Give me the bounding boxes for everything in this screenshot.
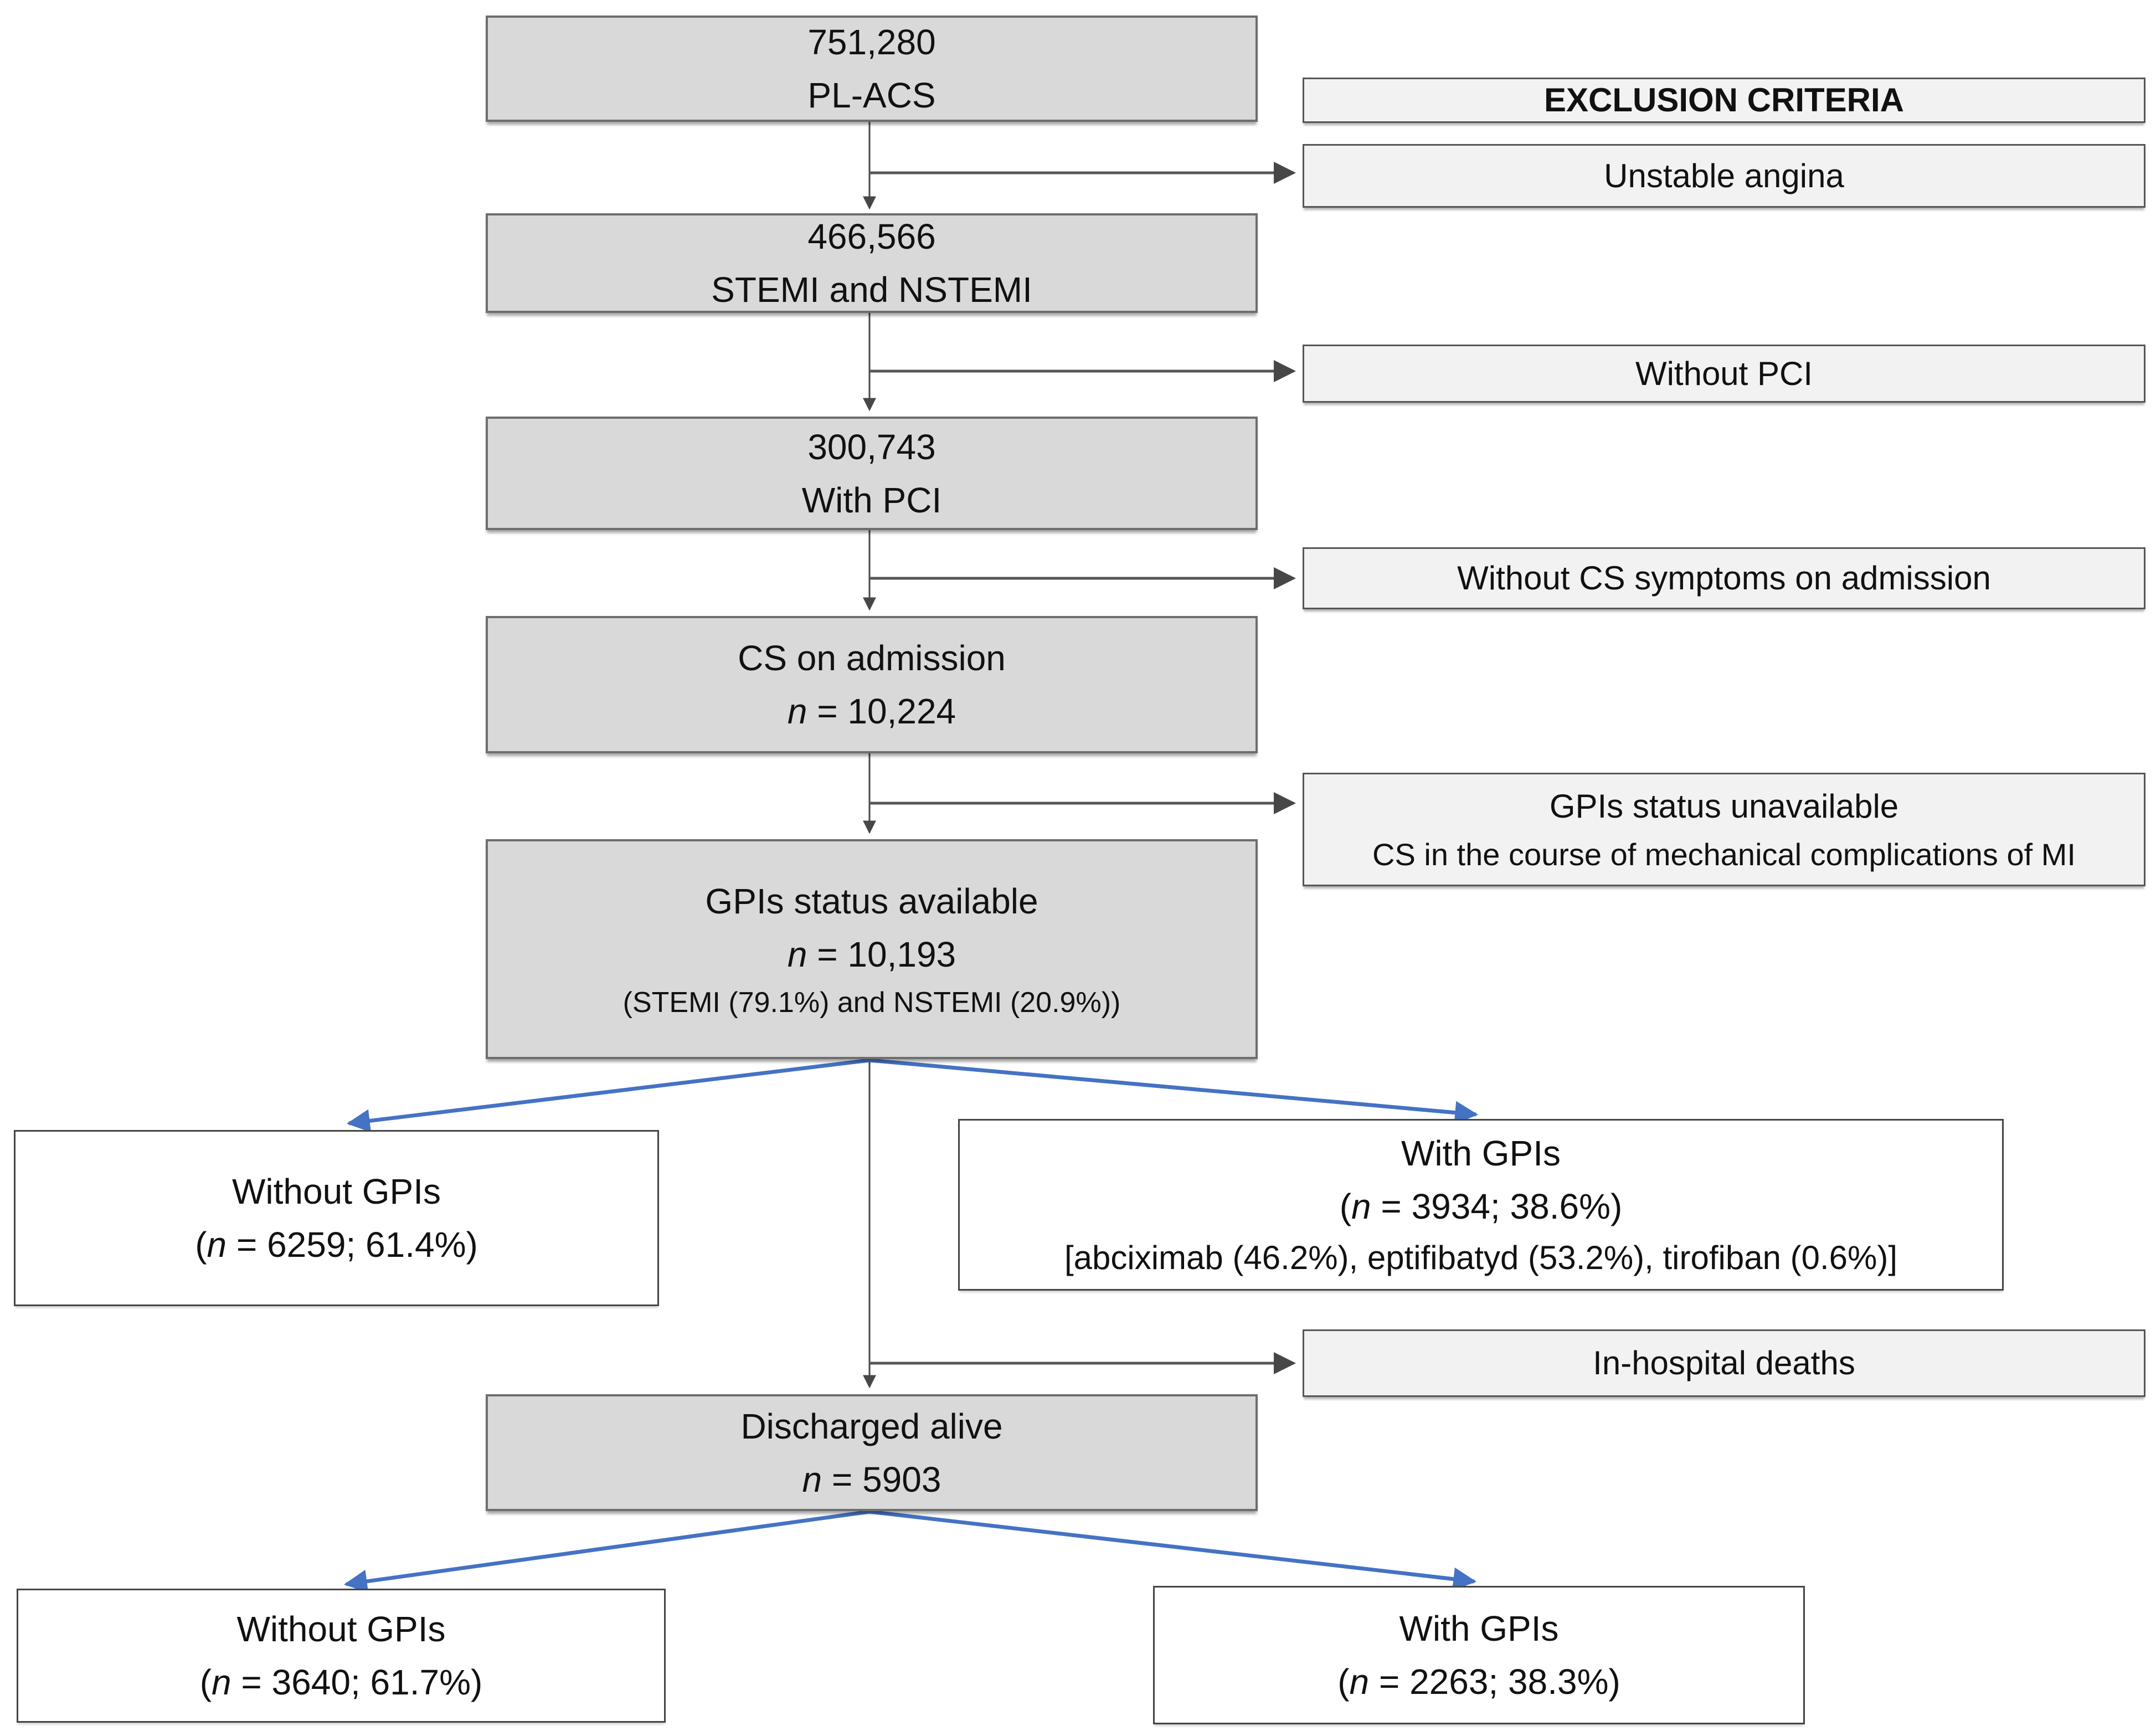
cs-on-admission-n: n = 10,224 — [788, 685, 956, 738]
with-gpis-discharged-n: (n = 2263; 38.3%) — [1337, 1655, 1620, 1708]
box-discharged-alive: Discharged alive n = 5903 — [486, 1394, 1258, 1511]
with-gpis-admission-label: With GPIs — [1401, 1133, 1561, 1173]
text-fragment: = 10,193 — [807, 934, 956, 974]
box-with-gpis-discharged: With GPIs (n = 2263; 38.3%) — [1153, 1586, 1805, 1724]
text-fragment: = 2263; 38.3%) — [1369, 1662, 1620, 1702]
pl-acs-count: 751,280 — [807, 22, 936, 62]
box-cs-on-admission: CS on admission n = 10,224 — [486, 616, 1258, 753]
box-without-gpis-discharged: Without GPIs (n = 3640; 61.7%) — [17, 1589, 666, 1723]
text-fragment: n — [207, 1225, 227, 1265]
with-pci-count: 300,743 — [807, 427, 936, 467]
without-gpis-discharged-n: (n = 3640; 61.7%) — [200, 1656, 483, 1709]
gpis-available-label: GPIs status available — [705, 881, 1038, 921]
box-with-gpis-admission: With GPIs (n = 3934; 38.6%) [abciximab (… — [958, 1119, 2004, 1291]
fork-discharged-to-without-gpis — [343, 1509, 870, 1593]
text-fragment: = 6259; 61.4%) — [227, 1225, 478, 1265]
text-fragment: n — [802, 1459, 822, 1499]
text-fragment: n — [212, 1662, 231, 1702]
text-fragment: ( — [1339, 1186, 1352, 1226]
box-without-gpis-admission: Without GPIs (n = 6259; 61.4%) — [14, 1130, 659, 1306]
fork-gpis-to-without-gpis — [346, 1058, 870, 1133]
fork-gpis-to-with-gpis — [869, 1058, 1479, 1124]
with-gpis-discharged-label: With GPIs — [1399, 1609, 1559, 1648]
without-cs-symptoms-label: Without CS symptoms on admission — [1457, 559, 1991, 597]
with-gpis-admission-drugs: [abciximab (46.2%), eptifibatyd (53.2%),… — [1064, 1239, 1897, 1276]
with-pci-label: With PCI — [801, 480, 942, 520]
text-fragment: = 3934; 38.6%) — [1371, 1186, 1623, 1226]
in-hospital-deaths-label: In-hospital deaths — [1593, 1344, 1855, 1381]
gpis-unavailable-line1: GPIs status unavailable — [1549, 787, 1899, 825]
discharged-alive-n: n = 5903 — [802, 1453, 941, 1506]
box-stemi-nstemi: 466,566 STEMI and NSTEMI — [486, 213, 1258, 313]
without-gpis-admission-n: (n = 6259; 61.4%) — [195, 1218, 478, 1271]
exclusion-criteria-title: EXCLUSION CRITERIA — [1543, 81, 1905, 119]
box-without-pci: Without PCI — [1303, 345, 2145, 403]
text-fragment: n — [1351, 1186, 1371, 1226]
gpis-available-n: n = 10,193 — [788, 928, 956, 981]
text-fragment: n — [1349, 1662, 1370, 1702]
without-pci-label: Without PCI — [1635, 355, 1813, 392]
text-fragment: = 10,224 — [807, 691, 956, 731]
stemi-nstemi-count: 466,566 — [807, 217, 936, 256]
gpis-unavailable-line2: CS in the course of mechanical complicat… — [1372, 836, 2076, 872]
box-in-hospital-deaths: In-hospital deaths — [1303, 1329, 2145, 1397]
pl-acs-label: PL-ACS — [807, 75, 936, 115]
box-gpis-status-unavailable: GPIs status unavailable CS in the course… — [1303, 773, 2145, 886]
box-unstable-angina: Unstable angina — [1303, 144, 2145, 208]
without-gpis-admission-label: Without GPIs — [232, 1172, 441, 1211]
fork-discharged-to-with-gpis — [869, 1509, 1477, 1591]
unstable-angina-label: Unstable angina — [1604, 157, 1844, 194]
box-with-pci: 300,743 With PCI — [486, 417, 1258, 530]
box-exclusion-criteria-header: EXCLUSION CRITERIA — [1303, 78, 2145, 123]
text-fragment: = 5903 — [822, 1459, 941, 1499]
without-gpis-discharged-label: Without GPIs — [236, 1609, 446, 1649]
box-pl-acs: 751,280 PL-ACS — [486, 16, 1258, 122]
text-fragment: = 3640; 61.7%) — [231, 1662, 483, 1702]
text-fragment: n — [787, 934, 807, 974]
box-gpis-status-available: GPIs status available n = 10,193 (STEMI … — [486, 839, 1258, 1059]
gpis-available-breakdown: (STEMI (79.1%) and NSTEMI (20.9%)) — [622, 986, 1121, 1019]
box-without-cs-symptoms: Without CS symptoms on admission — [1303, 547, 2145, 609]
text-fragment: ( — [1337, 1662, 1350, 1702]
cs-on-admission-label: CS on admission — [738, 638, 1006, 678]
text-fragment: ( — [199, 1662, 212, 1702]
discharged-alive-label: Discharged alive — [740, 1406, 1003, 1446]
with-gpis-admission-n: (n = 3934; 38.6%) — [1340, 1180, 1623, 1233]
text-fragment: n — [787, 691, 807, 731]
stemi-nstemi-label: STEMI and NSTEMI — [711, 270, 1032, 310]
text-fragment: ( — [195, 1225, 207, 1265]
